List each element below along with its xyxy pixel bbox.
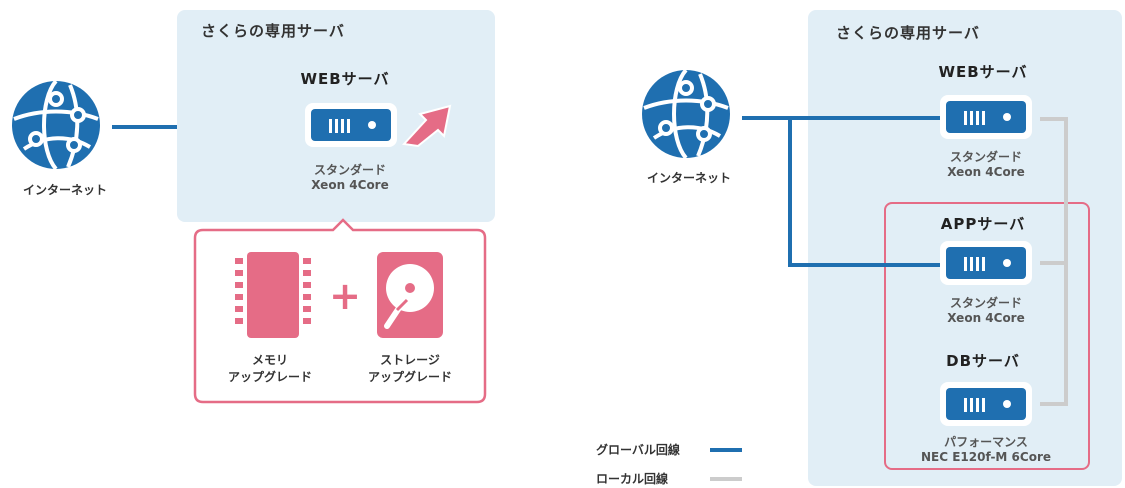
legend-local-swatch bbox=[710, 477, 742, 481]
web-server-name: WEBサーバ bbox=[938, 63, 1028, 81]
db-server-icon bbox=[940, 382, 1032, 426]
web-server-spec: スタンダード Xeon 4Core bbox=[311, 163, 389, 192]
web-server-icon bbox=[940, 95, 1032, 139]
panel-title: さくらの専用サーバ bbox=[201, 22, 345, 40]
memory-chip-icon bbox=[235, 252, 311, 338]
web-server-name: WEBサーバ bbox=[300, 70, 390, 88]
memory-upgrade-label: メモリ アップグレード bbox=[227, 353, 312, 384]
legend-global-swatch bbox=[710, 448, 742, 452]
upgrade-arrow-icon bbox=[401, 104, 452, 148]
panel-title: さくらの専用サーバ bbox=[836, 24, 980, 42]
legend-global-label: グローバル回線 bbox=[596, 443, 680, 457]
legend-local-label: ローカル回線 bbox=[596, 472, 669, 486]
internet-label: インターネット bbox=[22, 183, 107, 197]
globe-icon bbox=[12, 79, 100, 171]
globe-icon bbox=[642, 68, 730, 160]
plus-sign: + bbox=[329, 274, 361, 318]
db-server-name: DBサーバ bbox=[946, 352, 1020, 370]
app-server-spec: スタンダード Xeon 4Core bbox=[947, 296, 1025, 325]
web-server-icon bbox=[305, 103, 397, 147]
app-server-icon bbox=[940, 241, 1032, 285]
app-server-name: APPサーバ bbox=[940, 215, 1026, 233]
internet-label: インターネット bbox=[646, 171, 731, 185]
db-server-spec: パフォーマンス NEC E120f-M 6Core bbox=[920, 435, 1052, 464]
web-server-spec: スタンダード Xeon 4Core bbox=[947, 150, 1025, 179]
storage-upgrade-label: ストレージ アップグレード bbox=[367, 353, 452, 384]
hard-disk-icon bbox=[377, 252, 443, 338]
